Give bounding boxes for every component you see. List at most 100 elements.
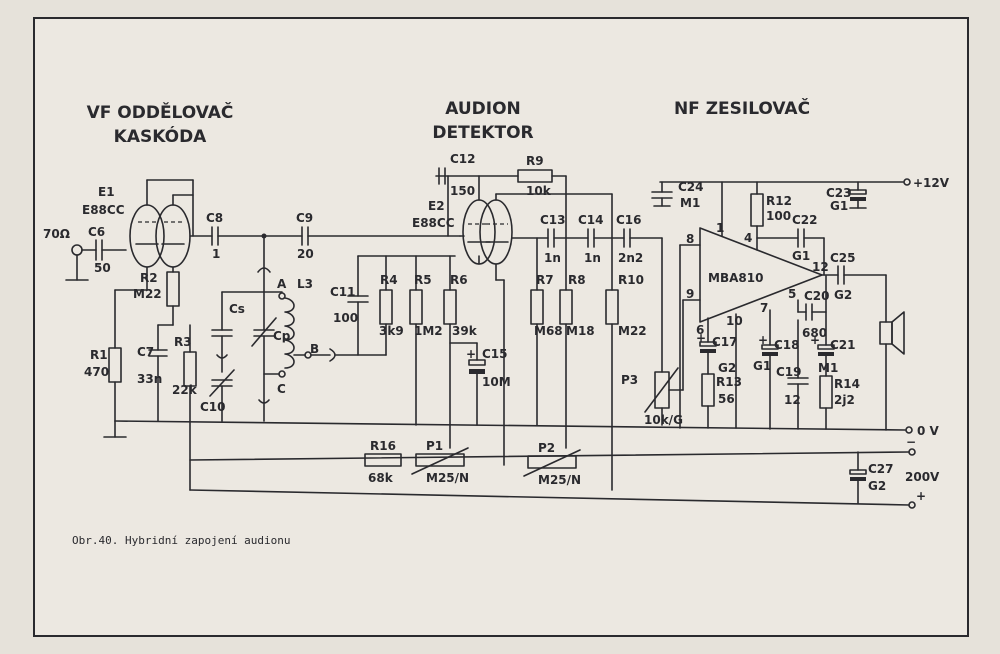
- c15-ref: C15: [482, 347, 508, 361]
- r8-ref: R8: [568, 273, 586, 287]
- p2-ref: P2: [538, 441, 555, 455]
- c20-ref: C20: [804, 289, 830, 303]
- c27-ref: C27: [868, 462, 894, 476]
- r5-ref: R5: [414, 273, 432, 287]
- c23-ref: C23: [826, 186, 852, 200]
- coil-tap-a[interactable]: [278, 292, 286, 300]
- r10-ref: R10: [618, 273, 644, 287]
- svg-text:+: +: [758, 333, 768, 347]
- title-rf-line1: VF ODDĚLOVAČ: [87, 101, 234, 123]
- c21-value: M1: [818, 361, 838, 375]
- e2-type: E88CC: [412, 216, 455, 230]
- c12-ref: C12: [450, 152, 476, 166]
- r13-value: 56: [718, 392, 735, 406]
- r8-value: M18: [566, 324, 595, 338]
- svg-text:7: 7: [760, 301, 768, 315]
- terminal-hv-plus[interactable]: [908, 501, 916, 509]
- svg-text:9: 9: [686, 287, 694, 301]
- p1-value: M25/N: [426, 471, 469, 485]
- title-rf-line2: KASKÓDA: [114, 125, 208, 147]
- r4-value: 3k9: [379, 324, 404, 338]
- r9-value: 10k: [526, 184, 552, 198]
- rail-ground: [114, 420, 906, 431]
- c8-ref: C8: [206, 211, 223, 225]
- coil-tap-c-label: C: [277, 382, 286, 396]
- c15-value: 10M: [482, 375, 511, 389]
- r16-ref: R16: [370, 439, 396, 453]
- c9-ref: C9: [296, 211, 313, 225]
- figure-caption: Obr.40. Hybridní zapojení audionu: [72, 534, 291, 547]
- p1-ref: P1: [426, 439, 443, 453]
- e1-ref: E1: [98, 185, 115, 199]
- coil-ref: L3: [297, 277, 313, 291]
- r10-value: M22: [618, 324, 647, 338]
- c23-value: G1: [830, 199, 848, 213]
- c6-value: 50: [94, 261, 111, 275]
- p2-value: M25/N: [538, 473, 581, 487]
- label-200v: 200V: [905, 470, 940, 484]
- label-input-impedance: 70Ω: [43, 227, 70, 241]
- r5-value: 1M2: [414, 324, 443, 338]
- r6-value: 39k: [452, 324, 478, 338]
- r1-value: 470: [84, 365, 109, 379]
- r3-value: 22k: [172, 383, 198, 397]
- r7-ref: R7: [536, 273, 554, 287]
- c6-ref: C6: [88, 225, 105, 239]
- r7-value: M68: [534, 324, 563, 338]
- c10-ref: C10: [200, 400, 226, 414]
- title-detector-line1: AUDION: [445, 99, 521, 119]
- r4-ref: R4: [380, 273, 398, 287]
- e1-type: E88CC: [82, 203, 125, 217]
- ic-name: MBA810: [708, 271, 763, 285]
- c25-ref: C25: [830, 251, 856, 265]
- cs-ref: Cs: [229, 302, 245, 316]
- c9-value: 20: [297, 247, 314, 261]
- ic-mba810: [699, 227, 823, 323]
- potentiometer-p2[interactable]: [527, 455, 577, 469]
- c16-value: 2n2: [618, 251, 643, 265]
- c17-plate-b: [700, 349, 716, 353]
- c25-value: G2: [834, 288, 852, 302]
- r14-ref: R14: [834, 377, 860, 391]
- c12-value: 150: [450, 184, 475, 198]
- c27-plate-b: [850, 477, 866, 481]
- svg-text:1: 1: [716, 221, 724, 235]
- c17-plate-a: [699, 341, 717, 347]
- label-plus12: +12V: [913, 176, 950, 190]
- c18-plate-a: [761, 344, 779, 350]
- c14-ref: C14: [578, 213, 604, 227]
- c21-plate-a: [817, 344, 835, 350]
- c21-plate-b: [818, 352, 834, 356]
- r2-value: M22: [133, 287, 162, 301]
- c24-ref: C24: [678, 180, 704, 194]
- c13-value: 1n: [544, 251, 561, 265]
- svg-text:5: 5: [788, 287, 796, 301]
- c21-ref: C21: [830, 338, 856, 352]
- potentiometer-p1[interactable]: [415, 453, 465, 467]
- c27-value: G2: [868, 479, 886, 493]
- terminal-plus12[interactable]: [903, 178, 911, 186]
- c7-ref: C7: [137, 345, 154, 359]
- svg-text:+: +: [696, 331, 706, 345]
- c14-value: 1n: [584, 251, 601, 265]
- c19-ref: C19: [776, 365, 802, 379]
- c17-ref: C17: [712, 335, 738, 349]
- c13-ref: C13: [540, 213, 566, 227]
- coil-l3: [284, 297, 295, 369]
- c11-ref: C11: [330, 285, 356, 299]
- p3-ref: P3: [621, 373, 638, 387]
- c16-ref: C16: [616, 213, 642, 227]
- title-detector-line2: DETEKTOR: [432, 123, 533, 143]
- title-af-amplifier: NF ZESILOVAČ: [674, 97, 810, 119]
- c20-value: 680: [802, 326, 827, 340]
- label-0v: 0 V: [917, 424, 940, 438]
- c23-plate-a: [849, 189, 867, 195]
- svg-text:8: 8: [686, 232, 694, 246]
- coil-tap-a-label: A: [277, 277, 287, 291]
- terminal-hv-minus[interactable]: [908, 448, 916, 456]
- c23-plate-b: [850, 197, 866, 201]
- terminal-0v[interactable]: [905, 426, 913, 434]
- label-hv-minus: −: [906, 435, 916, 449]
